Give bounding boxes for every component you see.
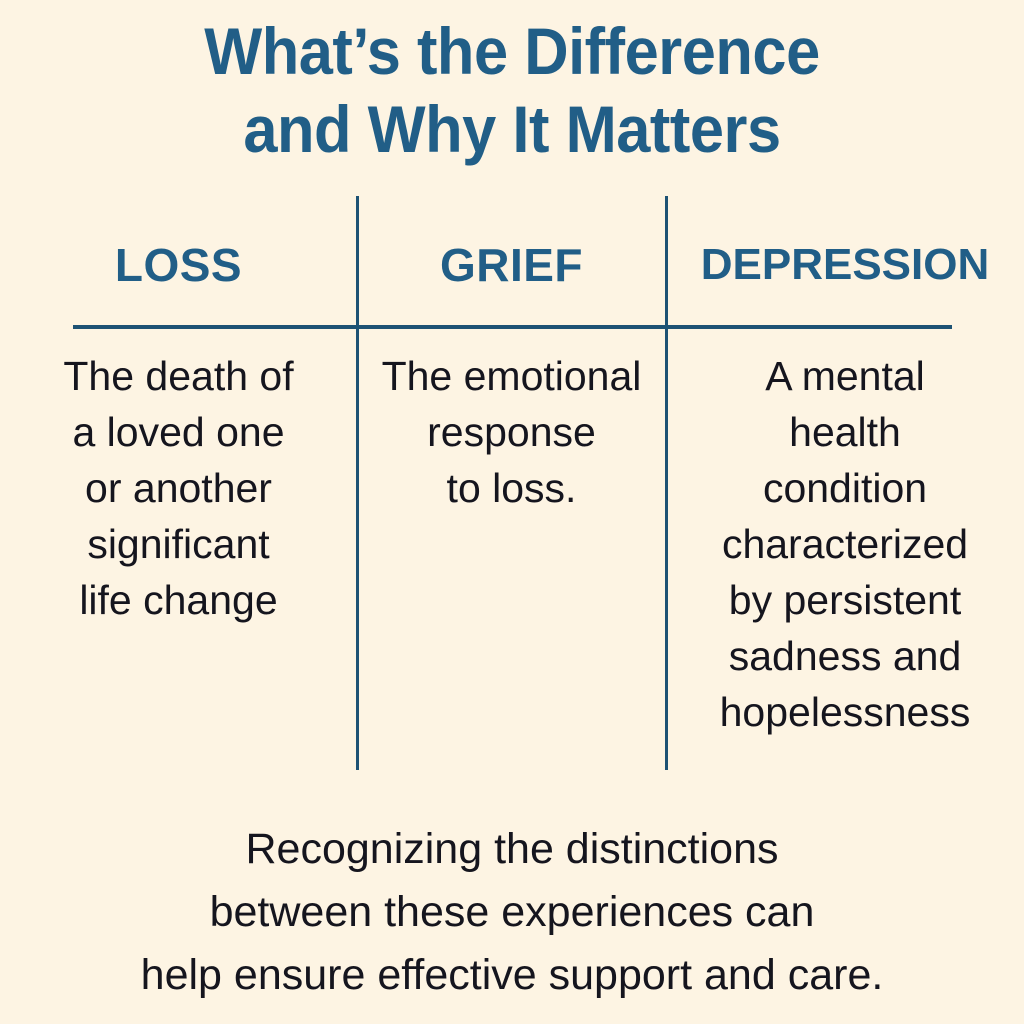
column-header-loss: LOSS [114,239,243,291]
body-line: sadness and [728,633,962,679]
table-columns: LOSS The death of a loved one or another… [0,196,1024,770]
body-line: characterized [721,521,969,567]
body-line: response [427,409,596,455]
comparison-table: LOSS The death of a loved one or another… [0,196,1024,776]
header-underline-rule [73,325,952,329]
body-line: significant [87,521,270,567]
footer-caption: Recognizing the distinctions between the… [0,818,1024,1007]
page-title: What’s the Difference and Why It Matters [0,12,1024,168]
body-line: to loss. [446,465,577,511]
caption-line-2: between these experiences can [209,888,815,936]
table-column-grief: GRIEF The emotional response to loss. [357,196,666,770]
body-line: by persistent [728,577,962,623]
column-header-grief: GRIEF [439,239,584,291]
table-column-depression: DEPRESSION A mental health condition cha… [666,196,1024,770]
title-line-2: and Why It Matters [243,92,781,166]
body-line: a loved one [72,409,285,455]
body-line: or another [85,465,272,511]
column-body-loss: The death of a loved one or another sign… [34,348,323,628]
column-body-grief: The emotional response to loss. [379,348,644,516]
table-column-loss: LOSS The death of a loved one or another… [0,196,357,770]
column-body-depression: A mental health condition characterized … [688,348,1002,740]
column-divider-right [665,196,668,770]
body-line: health [789,409,901,455]
body-line: hopelessness [719,689,971,735]
title-line-1: What’s the Difference [204,14,820,88]
caption-line-1: Recognizing the distinctions [245,825,779,873]
caption-line-3: help ensure effective support and care. [140,951,884,999]
body-line: condition [762,465,928,511]
body-line: A mental [765,353,925,399]
column-header-depression: DEPRESSION [700,240,990,289]
body-line: The death of [63,353,294,399]
body-line: life change [79,577,278,623]
body-line: The emotional [381,353,642,399]
column-divider-left [356,196,359,770]
